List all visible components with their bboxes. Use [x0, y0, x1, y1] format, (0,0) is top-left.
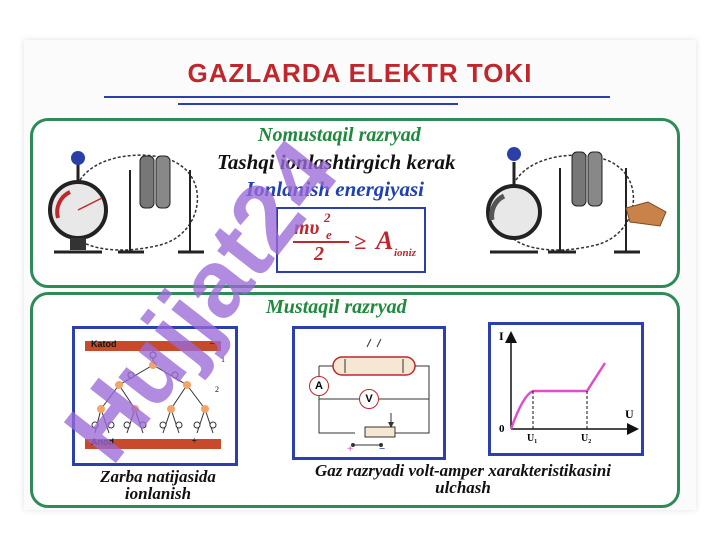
caption-left-line2: ionlanish	[124, 484, 192, 503]
hand-with-flame	[625, 201, 667, 227]
top-panel-heading: Nomustaqil razryad	[258, 124, 421, 146]
circuit-diagram: A V + −	[292, 326, 446, 460]
formula-exponent: 2	[324, 210, 331, 225]
formula-box: mυ 2 e 2 ≥ A ioniz	[276, 207, 426, 273]
marker-1: 1	[221, 355, 225, 364]
iv-y-label: I	[499, 329, 504, 343]
terminal-minus: −	[379, 443, 386, 455]
caption-impact-ionization: Zarba natijasida ionlanish	[72, 468, 244, 502]
iv-u2-label: U₂	[581, 433, 592, 444]
voltmeter: V	[359, 389, 379, 409]
formula-relation: ≥	[354, 229, 367, 254]
left-apparatus-illustration	[48, 151, 204, 254]
terminal-plus: +	[347, 443, 354, 455]
formula-rhs: A	[376, 226, 394, 255]
cathode-minus: −	[209, 339, 215, 350]
electroscope-ball-right	[507, 147, 521, 161]
impact-ionization-diagram: Katod − Anod + 1 2	[72, 326, 238, 466]
title-underline	[104, 96, 610, 98]
fraction-bar	[293, 241, 349, 243]
ammeter: A	[309, 376, 329, 396]
rheostat	[364, 426, 396, 438]
iv-plot	[505, 331, 639, 435]
caption-volt-ampere: Gaz razryadi volt-amper xarakteristikasi…	[258, 462, 668, 496]
formula-numerator: mυ	[294, 217, 320, 239]
cathode-plate: Katod −	[85, 339, 221, 351]
iv-origin-label: 0	[499, 423, 505, 435]
electron-cascade	[91, 351, 217, 434]
formula-subscript: e	[326, 227, 332, 242]
right-apparatus-illustration	[486, 147, 667, 254]
iv-curve	[509, 362, 607, 430]
formula-rhs-subscript: ioniz	[394, 247, 417, 259]
poster-title: GAZLARDA ELEKTR TOKI	[187, 58, 533, 88]
iv-x-label: U	[625, 407, 634, 421]
cathode-label: Katod	[91, 339, 117, 349]
marker-2: 2	[215, 385, 219, 394]
caption-right-line2: ulchash	[435, 478, 491, 497]
external-ionizer-text: Tashqi ionlashtirgich kerak	[217, 150, 456, 174]
iv-characteristic-diagram: I U 0 U₁ U₂	[488, 322, 644, 456]
anode-plate: Anod +	[85, 436, 221, 449]
electroscope-ball	[71, 151, 85, 165]
anode-plus: +	[191, 436, 197, 447]
circuit-schematic	[318, 338, 430, 447]
formula-denominator: 2	[314, 243, 324, 265]
title-underline-short	[178, 103, 458, 105]
anode-label: Anod	[91, 437, 114, 447]
caption-right-line1: Gaz razryadi volt-amper xarakteristikasi…	[314, 461, 612, 480]
ionization-energy-text: Ionlanish energiyasi	[246, 177, 424, 201]
caption-left-line1: Zarba natijasida	[100, 467, 216, 486]
bottom-panel-heading: Mustaqil razryad	[266, 296, 407, 318]
iv-u1-label: U₁	[527, 433, 538, 444]
